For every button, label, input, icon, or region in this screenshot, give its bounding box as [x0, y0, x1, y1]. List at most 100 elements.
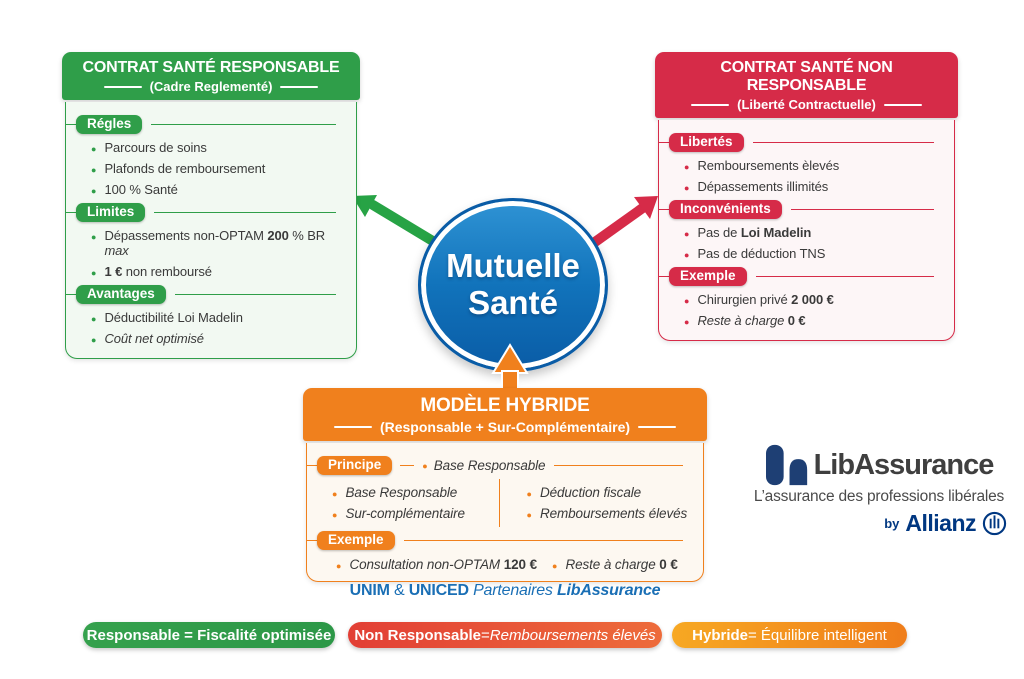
section-badge: Régles: [76, 115, 143, 134]
bullet-icon: ●: [684, 229, 690, 239]
section-line: [174, 293, 336, 296]
section-header: Régles: [65, 115, 346, 134]
section-header: Inconvénients: [658, 200, 944, 219]
bullet-icon: ●: [684, 250, 690, 260]
card-subtitle: (Responsable + Sur-Complémentaire): [307, 419, 703, 435]
card-title: CONTRAT SANTÉ NON RESPONSABLE: [720, 59, 893, 94]
bullet-item: ● Pas de déduction TNS: [669, 246, 944, 261]
bullet-icon: ●: [332, 489, 338, 499]
bullet-item: ● Dépassements illimités: [669, 179, 944, 194]
text-segment: 1 €: [104, 264, 123, 279]
arrow-to-non-responsable: [583, 196, 658, 252]
bullet-item-text: 100 % Santé: [104, 182, 177, 197]
dash-line: [280, 85, 319, 88]
bullet-item-text: 1 € non remboursé: [104, 264, 212, 279]
allianz-eagle-icon: [982, 511, 1007, 536]
bullet-item: ●Reste à charge 0 €: [537, 557, 678, 572]
card-header-responsable: CONTRAT SANTÉ RESPONSABLE (Cadre Regleme…: [62, 52, 360, 100]
bullet-item-text: Reste à charge 0 €: [565, 557, 677, 572]
text-segment: Remboursements élevés: [489, 626, 656, 644]
card-subtitle: (Liberté Contractuelle): [659, 97, 954, 112]
bullet-item-text: Dépassements illimités: [697, 179, 828, 194]
libassurance-mark-icon: [765, 444, 807, 486]
bullet-icon: ●: [336, 561, 342, 571]
section-line: [755, 275, 934, 278]
card-title: MODÈLE HYBRIDE: [420, 395, 590, 416]
dash-line: [333, 426, 372, 428]
bullet-item: ●Reste à charge 0 €: [669, 313, 944, 328]
principe-left-column: ● Base Responsable ●Sur-complémentaire: [317, 479, 499, 527]
partners-line: UNIM & UNICED Partenaires LibAssurance: [253, 582, 757, 600]
card-subtitle: (Cadre Reglementé): [66, 79, 356, 94]
text-segment: UNICED: [408, 582, 469, 599]
section-line: [790, 208, 934, 211]
section-header-principe: Principe ● Base Responsable: [306, 456, 693, 475]
section-tick: [65, 293, 76, 296]
text-segment: Plafonds de remboursement: [104, 161, 266, 176]
text-segment: =: [481, 626, 490, 644]
section-badge: Limites: [76, 203, 146, 222]
bullet-item: ● 1 € non remboursé: [76, 264, 346, 279]
bullet-item: ●Déductibilité Loi Madelin: [76, 310, 346, 325]
bullet-item: ●Déduction fiscale: [512, 485, 694, 500]
text-segment: non remboursé: [122, 264, 212, 279]
text-segment: Base Responsable: [345, 485, 458, 500]
section-badge: Libertés: [669, 133, 744, 152]
logo-by-allianz: by Allianz: [741, 510, 1017, 537]
bullet-item-text: Pas de déduction TNS: [697, 246, 825, 261]
bullet-item: ●Remboursements èlevés: [669, 158, 944, 173]
text-segment: Reste à charge: [697, 313, 788, 328]
section-header: Limites: [65, 203, 346, 222]
bullet-item-text: Coût net optimisé: [104, 331, 204, 346]
text-segment: Consultation non-OPTAM: [349, 557, 504, 572]
bullet-icon: ●: [91, 268, 97, 278]
card-header-hybride: MODÈLE HYBRIDE (Responsable + Sur-Complé…: [303, 388, 707, 441]
card-body-hybride: Principe ● Base Responsable ● Base Respon…: [306, 443, 704, 582]
section-tick: [658, 275, 669, 278]
text-segment: 2 000 €: [791, 292, 834, 307]
section-tick: [65, 211, 76, 214]
card-header-non-responsable: CONTRAT SANTÉ NON RESPONSABLE (Liberté C…: [655, 52, 958, 118]
card-title: CONTRAT SANTÉ RESPONSABLE: [82, 59, 340, 76]
text-segment: Base Responsable: [433, 458, 546, 473]
section-badge: Avantages: [76, 285, 166, 304]
bullet-item: ●Dépassements non-OPTAM 200 % BR max: [76, 228, 346, 258]
card-body-non-responsable: Libertés ●Remboursements èlevés ● Dépasseme…: [658, 120, 955, 341]
bullet-icon: ●: [91, 335, 97, 345]
bullet-item-text: Pas de Loi Madelin: [697, 225, 811, 240]
bullet-item: ●Sur-complémentaire: [317, 506, 499, 521]
section-tick: [306, 539, 317, 542]
bullet-icon: ●: [422, 460, 428, 471]
mutuelle-sante-circle: Mutuelle Santé: [418, 198, 608, 372]
text-segment: 0 €: [659, 557, 678, 572]
card-subtitle-text: (Cadre Reglementé): [149, 79, 273, 94]
section-line: [151, 123, 336, 126]
text-segment: 120 €: [503, 557, 538, 572]
text-segment: Dépassements non-OPTAM: [104, 228, 268, 243]
bullet-icon: ●: [91, 232, 97, 242]
text-segment: max: [104, 243, 129, 258]
bullet-item-text: Remboursements élevés: [540, 506, 687, 521]
allianz-wordmark: Allianz: [905, 510, 976, 536]
text-segment: Dépassements illimités: [697, 179, 829, 194]
logo-wordmark: LibAssurance: [813, 448, 995, 481]
card-contrat-responsable: CONTRAT SANTÉ RESPONSABLE (Cadre Regleme…: [62, 52, 360, 359]
text-segment: 100 % Santé: [104, 182, 178, 197]
text-segment: Loi Madelin: [740, 225, 812, 240]
arrow-to-responsable: [352, 195, 446, 251]
bullet-item-text: Reste à charge 0 €: [697, 313, 805, 328]
circle-line2: Santé: [468, 284, 558, 321]
text-segment: 0 €: [787, 313, 806, 328]
bullet-icon: ●: [684, 296, 690, 306]
bullet-icon: ●: [526, 489, 532, 499]
logo-tagline: L’assurance des professions libérales: [753, 488, 1005, 505]
bullet-item-text: Chirurgien privé 2 000 €: [697, 292, 833, 307]
by-label: by: [884, 516, 900, 531]
bullet-item: ●Remboursements élevés: [512, 506, 694, 521]
text-segment: Sur-complémentaire: [345, 506, 465, 521]
section-line: [154, 211, 336, 214]
bullet-icon: ●: [684, 183, 690, 193]
bullet-item: ● Coût net optimisé: [76, 331, 346, 346]
text-segment: Pas de: [697, 225, 741, 240]
section-tick: [658, 208, 669, 211]
